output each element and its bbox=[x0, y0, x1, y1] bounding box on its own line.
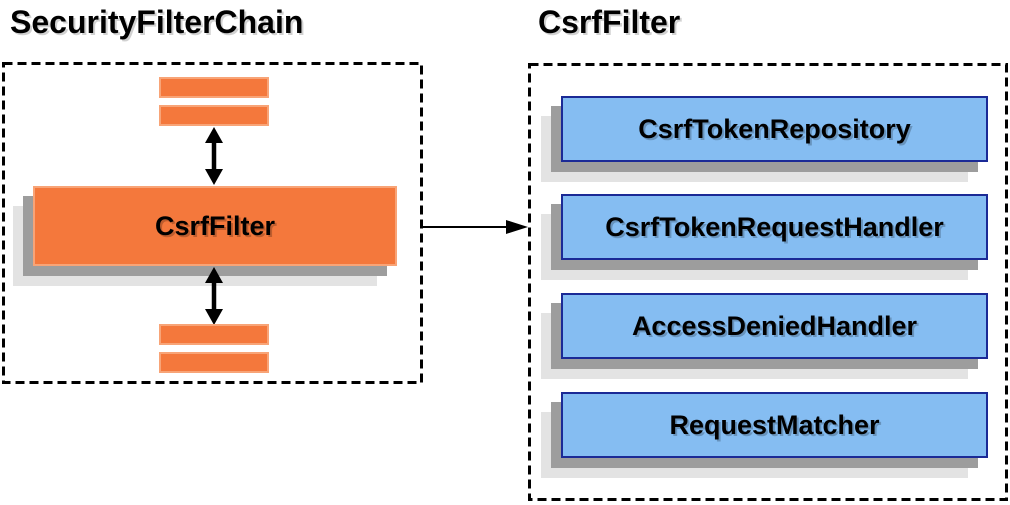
csrf-token-repository-node: CsrfTokenRepository bbox=[541, 96, 988, 182]
access-denied-handler-label: AccessDeniedHandler bbox=[561, 293, 988, 359]
bidirectional-arrow-upper-icon bbox=[205, 127, 223, 185]
filter-stack-bar-top-2 bbox=[159, 105, 269, 126]
csrf-token-repository-label: CsrfTokenRepository bbox=[561, 96, 988, 162]
csrf-filter-node: CsrfFilter bbox=[13, 186, 397, 286]
filter-stack-bar-bottom-1 bbox=[159, 324, 269, 345]
filter-stack-bar-bottom-2 bbox=[159, 352, 269, 373]
request-matcher-label: RequestMatcher bbox=[561, 392, 988, 458]
request-matcher-node: RequestMatcher bbox=[541, 392, 988, 478]
csrf-filter-node-label: CsrfFilter bbox=[33, 186, 397, 266]
bidirectional-arrow-lower-icon bbox=[205, 267, 223, 325]
filter-stack-bar-top-1 bbox=[159, 77, 269, 98]
access-denied-handler-node: AccessDeniedHandler bbox=[541, 293, 988, 379]
connector-arrow-icon bbox=[422, 220, 528, 234]
csrf-token-request-handler-label: CsrfTokenRequestHandler bbox=[561, 194, 988, 260]
csrf-token-request-handler-node: CsrfTokenRequestHandler bbox=[541, 194, 988, 280]
security-filter-chain-title: SecurityFilterChain bbox=[10, 4, 304, 40]
csrf-filter-boundary bbox=[528, 63, 1008, 501]
security-filter-chain-boundary bbox=[2, 62, 423, 384]
csrf-filter-title: CsrfFilter bbox=[538, 4, 681, 40]
